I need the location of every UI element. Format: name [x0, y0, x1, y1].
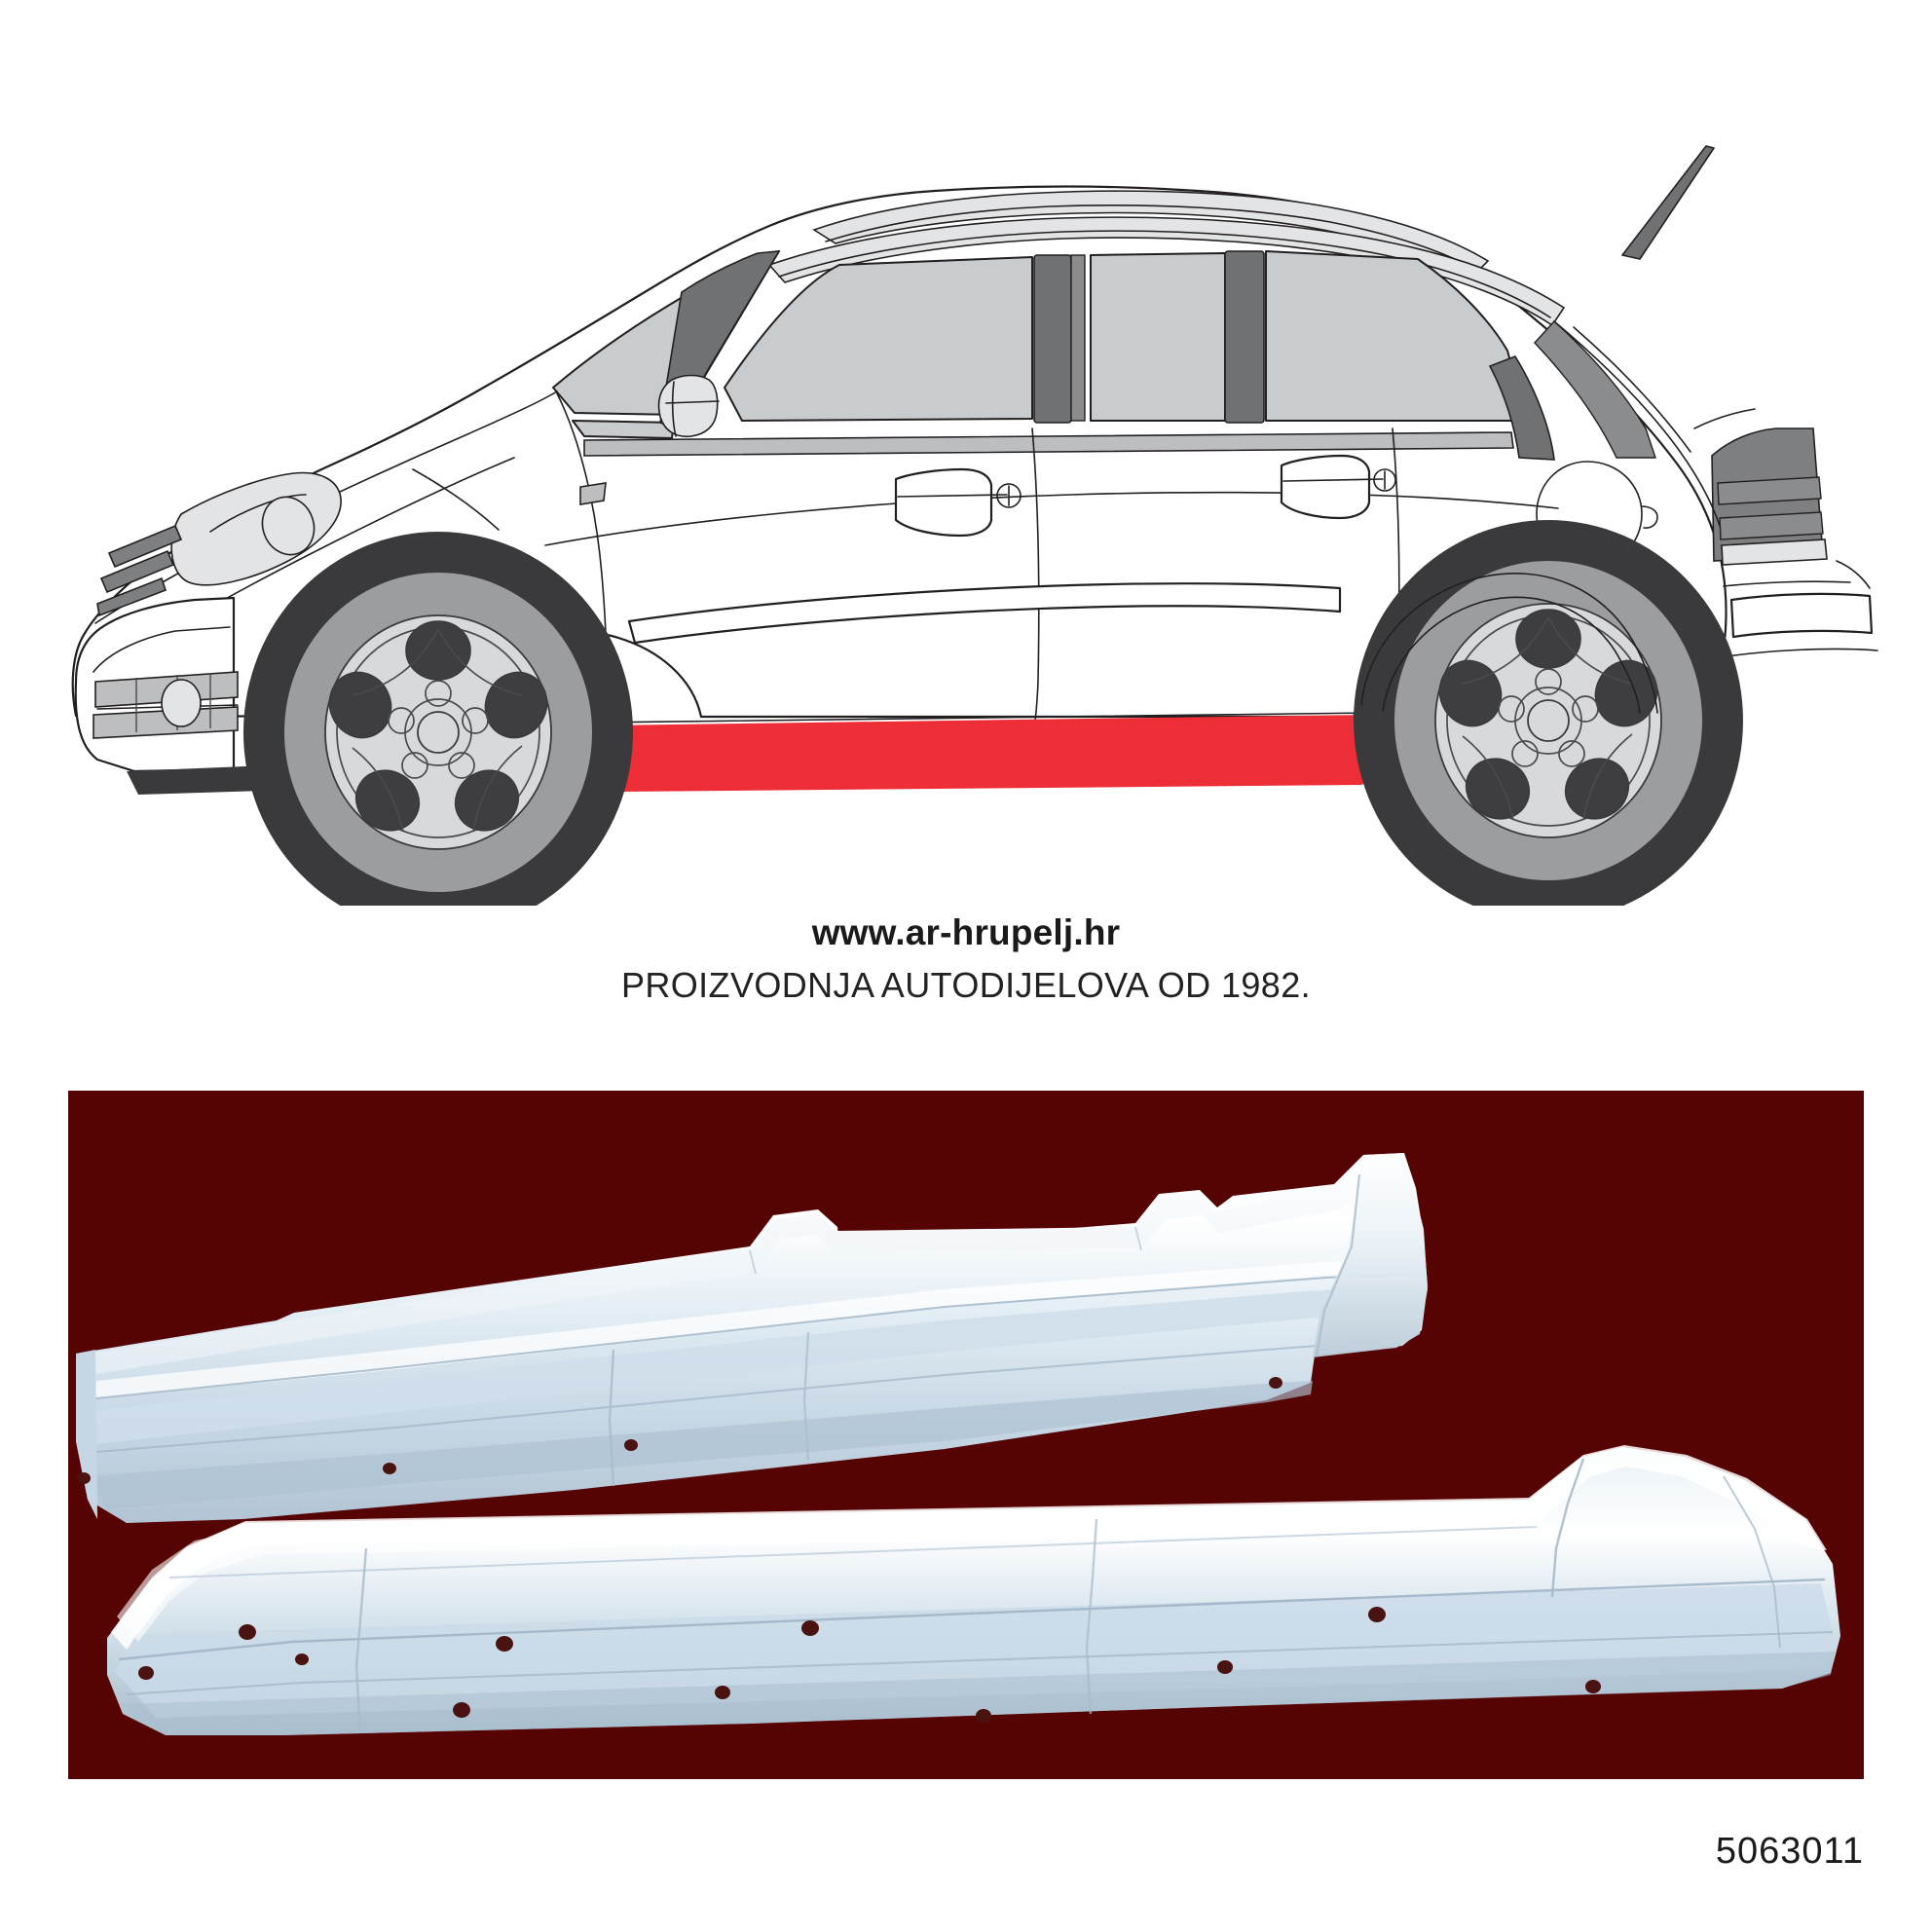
part-photo — [68, 1091, 1864, 1779]
rear-body-seams — [1693, 408, 1871, 589]
front-lower-grille — [93, 671, 239, 739]
rear-bumper-detail — [1713, 592, 1878, 659]
sill-panel-upper-view — [76, 1153, 1428, 1523]
rear-hubcap-spokes — [1462, 616, 1633, 821]
upper-part-holes — [77, 1377, 1282, 1484]
caption-block: www.ar-hrupelj.hr PROIZVODNJA AUTODIJELO… — [0, 911, 1932, 1007]
door-side-moulding — [627, 582, 1342, 645]
roof-antenna — [1621, 145, 1715, 260]
rear-door-handle — [1280, 454, 1396, 520]
front-door-window — [724, 256, 1033, 422]
front-quarter-glass — [572, 420, 675, 439]
front-bumper-lip — [127, 765, 269, 795]
side-repeater-indicator — [579, 482, 607, 505]
lower-part-holes — [138, 1607, 1601, 1723]
rear-wheel — [1354, 520, 1743, 906]
headlight — [170, 471, 342, 586]
d-pillar — [1488, 320, 1656, 461]
belt-line — [583, 431, 1514, 457]
rocker-panel-sill-highlight — [599, 715, 1375, 792]
car-illustration: .ln{fill:none;stroke:#231f20;stroke-widt… — [0, 0, 1932, 906]
rear-door-window — [1090, 252, 1226, 422]
front-hubcap-spokes — [352, 628, 523, 833]
website-text: www.ar-hrupelj.hr — [811, 912, 1121, 952]
tail-light — [1711, 427, 1828, 566]
b-pillar — [1033, 254, 1086, 424]
rocker-outline — [597, 712, 1372, 724]
front-lug-nuts — [388, 680, 489, 779]
rear-wheel-arch — [1360, 573, 1658, 714]
sill-panel-lower-view — [107, 1445, 1840, 1735]
tagline-text: PROIZVODNJA AUTODIJELOVA OD 1982. — [620, 965, 1312, 1006]
part-number: 5063011 — [1715, 1831, 1864, 1872]
front-wheel — [243, 532, 633, 906]
front-door-handle — [894, 467, 1022, 538]
front-grille-upper — [96, 524, 183, 617]
front-door-shutline — [1031, 427, 1040, 722]
body-side-crease — [544, 491, 1559, 546]
rear-lug-nuts — [1498, 668, 1599, 767]
rear-hatch-outline — [1553, 320, 1721, 527]
c-pillar — [1224, 250, 1265, 424]
side-mirror — [657, 374, 720, 438]
